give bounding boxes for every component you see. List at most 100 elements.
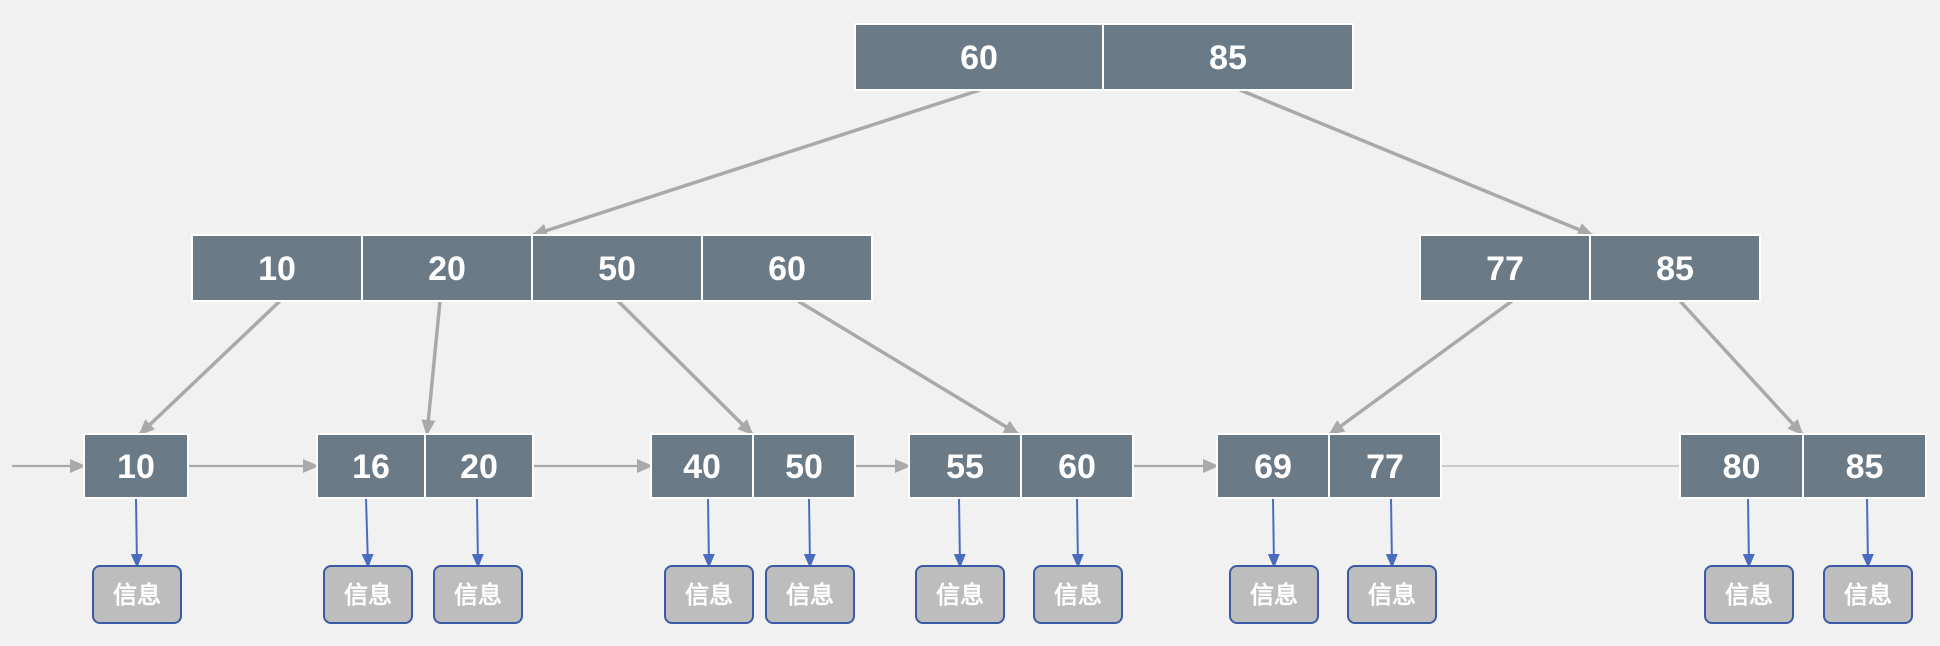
leaf-node-2-cell — [316, 433, 426, 499]
internal-node-2-key: 77 — [1486, 250, 1524, 288]
pointer-arrow — [1678, 299, 1804, 436]
leaf-node-4-key: 60 — [1058, 448, 1096, 486]
info-arrow — [471, 497, 484, 568]
info-arrow — [1071, 497, 1084, 568]
internal-node-2-cell — [1419, 234, 1591, 302]
info-arrow — [1861, 497, 1874, 568]
leaf-node-5-key: 77 — [1366, 448, 1404, 486]
leaf-node-2-key: 16 — [352, 448, 390, 486]
info-box-frame — [92, 565, 182, 624]
info-box-frame — [664, 565, 754, 624]
pointer-arrow — [531, 88, 981, 238]
pointer-arrow — [138, 299, 282, 436]
leaf-node-3-key: 50 — [785, 448, 823, 486]
leaf-node-5: 69 77 — [1216, 433, 1442, 499]
info-label: 信息 — [786, 581, 834, 609]
info-box-frame — [765, 565, 855, 624]
info-box-frame — [1033, 565, 1123, 624]
root-node-cell — [1102, 23, 1354, 91]
leaf-node-1-key: 10 — [117, 448, 155, 486]
info-arrow — [702, 497, 715, 568]
info-box-frame — [1229, 565, 1319, 624]
info-label: 信息 — [454, 581, 502, 609]
info-box-frame — [433, 565, 523, 624]
info-box: 信息 — [1704, 565, 1794, 624]
info-box-frame — [1823, 565, 1913, 624]
edges-layer — [12, 88, 1874, 568]
root-node-cell — [854, 23, 1104, 91]
leaf-node-5-key: 69 — [1254, 448, 1292, 486]
leaf-node-3: 40 50 — [650, 433, 856, 499]
pointer-arrow — [797, 299, 1020, 436]
info-label: 信息 — [1368, 581, 1416, 609]
info-box: 信息 — [1229, 565, 1319, 624]
info-box: 信息 — [765, 565, 855, 624]
pointer-arrow — [421, 300, 442, 436]
info-box-frame — [323, 565, 413, 624]
info-box: 信息 — [433, 565, 523, 624]
internal-node-2: 77 85 — [1419, 234, 1761, 302]
info-box: 信息 — [1823, 565, 1913, 624]
leaf-node-2-key: 20 — [460, 448, 498, 486]
info-arrow — [130, 497, 143, 568]
info-box: 信息 — [323, 565, 413, 624]
info-box-frame — [1704, 565, 1794, 624]
info-label: 信息 — [1054, 581, 1102, 609]
info-label: 信息 — [344, 581, 392, 609]
info-box: 信息 — [664, 565, 754, 624]
leaf-node-1-cell — [83, 433, 189, 499]
info-label: 信息 — [1250, 581, 1298, 609]
info-label: 信息 — [1844, 581, 1892, 609]
info-box: 信息 — [1033, 565, 1123, 624]
internal-node-1-cell — [361, 234, 533, 302]
info-arrow — [803, 497, 816, 568]
info-box: 信息 — [92, 565, 182, 624]
internal-node-1-cell — [191, 234, 363, 302]
internal-node-1-key: 10 — [258, 250, 296, 288]
leaf-node-2-cell — [424, 433, 534, 499]
leaf-node-6-key: 85 — [1846, 448, 1884, 486]
info-arrow — [1742, 497, 1755, 568]
leaf-node-1: 10 — [83, 433, 189, 499]
internal-node-1-cell — [701, 234, 873, 302]
info-label: 信息 — [936, 581, 984, 609]
leaf-node-4: 55 60 — [908, 433, 1134, 499]
pointer-arrow — [616, 299, 754, 436]
info-arrow — [1385, 497, 1398, 568]
pointer-arrow — [1328, 299, 1514, 436]
pointer-arrow — [1239, 88, 1594, 237]
info-label: 信息 — [685, 581, 733, 609]
leaf-node-3-key: 40 — [683, 448, 721, 486]
leaf-node-4-cell — [908, 433, 1022, 499]
root-node: 60 85 — [854, 23, 1354, 91]
info-box-frame — [915, 565, 1005, 624]
internal-node-1: 10 20 50 60 — [191, 234, 873, 302]
info-box-frame — [1347, 565, 1437, 624]
internal-node-1-key: 20 — [428, 250, 466, 288]
info-arrow — [1267, 497, 1280, 568]
internal-node-2-key: 85 — [1656, 250, 1694, 288]
root-node-key: 60 — [960, 39, 998, 77]
leaf-node-6-key: 80 — [1723, 448, 1761, 486]
leaf-node-5-cell — [1328, 433, 1442, 499]
info-arrow — [953, 497, 966, 568]
leaf-node-4-cell — [1020, 433, 1134, 499]
internal-node-1-key: 60 — [768, 250, 806, 288]
leaf-node-3-cell — [650, 433, 754, 499]
info-box: 信息 — [915, 565, 1005, 624]
leaf-node-6-cell — [1679, 433, 1804, 499]
root-node-key: 85 — [1209, 39, 1247, 77]
leaf-node-4-key: 55 — [946, 448, 984, 486]
info-label: 信息 — [113, 581, 161, 609]
leaf-node-6-cell — [1802, 433, 1927, 499]
internal-node-1-key: 50 — [598, 250, 636, 288]
leaf-node-6: 80 85 — [1679, 433, 1927, 499]
info-label: 信息 — [1725, 581, 1773, 609]
leaf-node-3-cell — [752, 433, 856, 499]
info-box: 信息 — [1347, 565, 1437, 624]
internal-node-2-cell — [1589, 234, 1761, 302]
info-arrow — [361, 497, 374, 568]
